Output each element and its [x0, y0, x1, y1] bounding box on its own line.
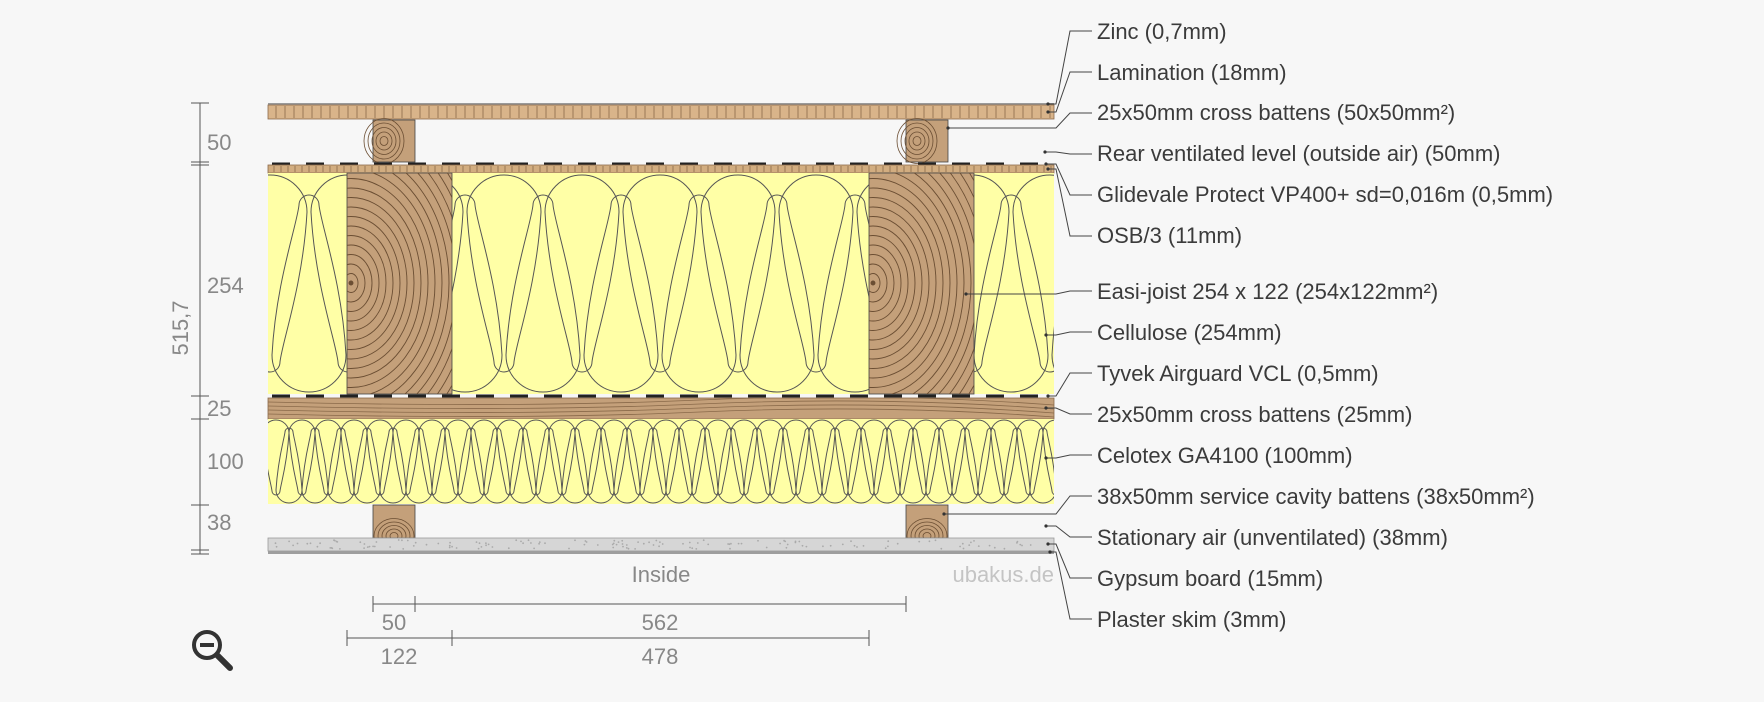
dim-segment-5: 38	[207, 510, 231, 535]
label-celotex: Celotex GA4100 (100mm)	[1097, 443, 1353, 468]
label-glidevale: Glidevale Protect VP400+ sd=0,016m (0,5m…	[1097, 182, 1553, 207]
dim-segment-3: 25	[207, 396, 231, 421]
dim-total: 515,7	[168, 300, 193, 355]
dim-bottom-122: 122	[381, 644, 418, 669]
celotex-layer	[268, 419, 1054, 504]
osb-layer	[267, 164, 1055, 174]
zinc-layer	[268, 103, 1054, 105]
label-stationary-air: Stationary air (unventilated) (38mm)	[1097, 525, 1448, 550]
dim-segment-2: 254	[207, 273, 244, 298]
label-gypsum: Gypsum board (15mm)	[1097, 566, 1323, 591]
label-service-battens: 38x50mm service cavity battens (38x50mm²…	[1097, 484, 1535, 509]
label-cross-battens-top: 25x50mm cross battens (50x50mm²)	[1097, 100, 1455, 125]
dim-segment-4: 100	[207, 449, 244, 474]
watermark: ubakus.de	[952, 562, 1054, 587]
dim-bottom-478: 478	[642, 644, 679, 669]
easi-joist-1	[346, 172, 453, 395]
label-zinc: Zinc (0,7mm)	[1097, 19, 1227, 44]
label-cellulose: Cellulose (254mm)	[1097, 320, 1282, 345]
dim-bottom-562: 562	[642, 610, 679, 635]
service-cavity-battens	[372, 504, 949, 554]
label-plaster: Plaster skim (3mm)	[1097, 607, 1286, 632]
label-leaders	[942, 30, 1092, 620]
zoom-out-button[interactable]	[188, 626, 236, 674]
cross-battens-25-layer	[267, 397, 1055, 420]
plaster-skim-layer	[268, 551, 1054, 554]
label-cross-battens-25: 25x50mm cross battens (25mm)	[1097, 402, 1412, 427]
label-osb: OSB/3 (11mm)	[1097, 223, 1242, 248]
inside-label: Inside	[632, 562, 691, 587]
left-dimension: 50 254 25 100 38 515,7	[168, 102, 244, 555]
gypsum-board-layer	[267, 537, 1055, 552]
label-tyvek: Tyvek Airguard VCL (0,5mm)	[1097, 361, 1379, 386]
label-easi-joist: Easi-joist 254 x 122 (254x122mm²)	[1097, 279, 1438, 304]
dim-bottom-50: 50	[382, 610, 406, 635]
zoom-out-icon	[192, 630, 233, 671]
layer-labels: Zinc (0,7mm) Lamination (18mm) 25x50mm c…	[1097, 19, 1553, 632]
dim-segment-1: 50	[207, 130, 231, 155]
easi-joist-2	[868, 172, 975, 395]
label-rear-vent: Rear ventilated level (outside air) (50m…	[1097, 141, 1501, 166]
bottom-dimension: 50 562 122 478	[346, 596, 907, 669]
lamination-layer	[267, 104, 1055, 120]
top-battens	[363, 118, 949, 164]
label-lamination: Lamination (18mm)	[1097, 60, 1287, 85]
